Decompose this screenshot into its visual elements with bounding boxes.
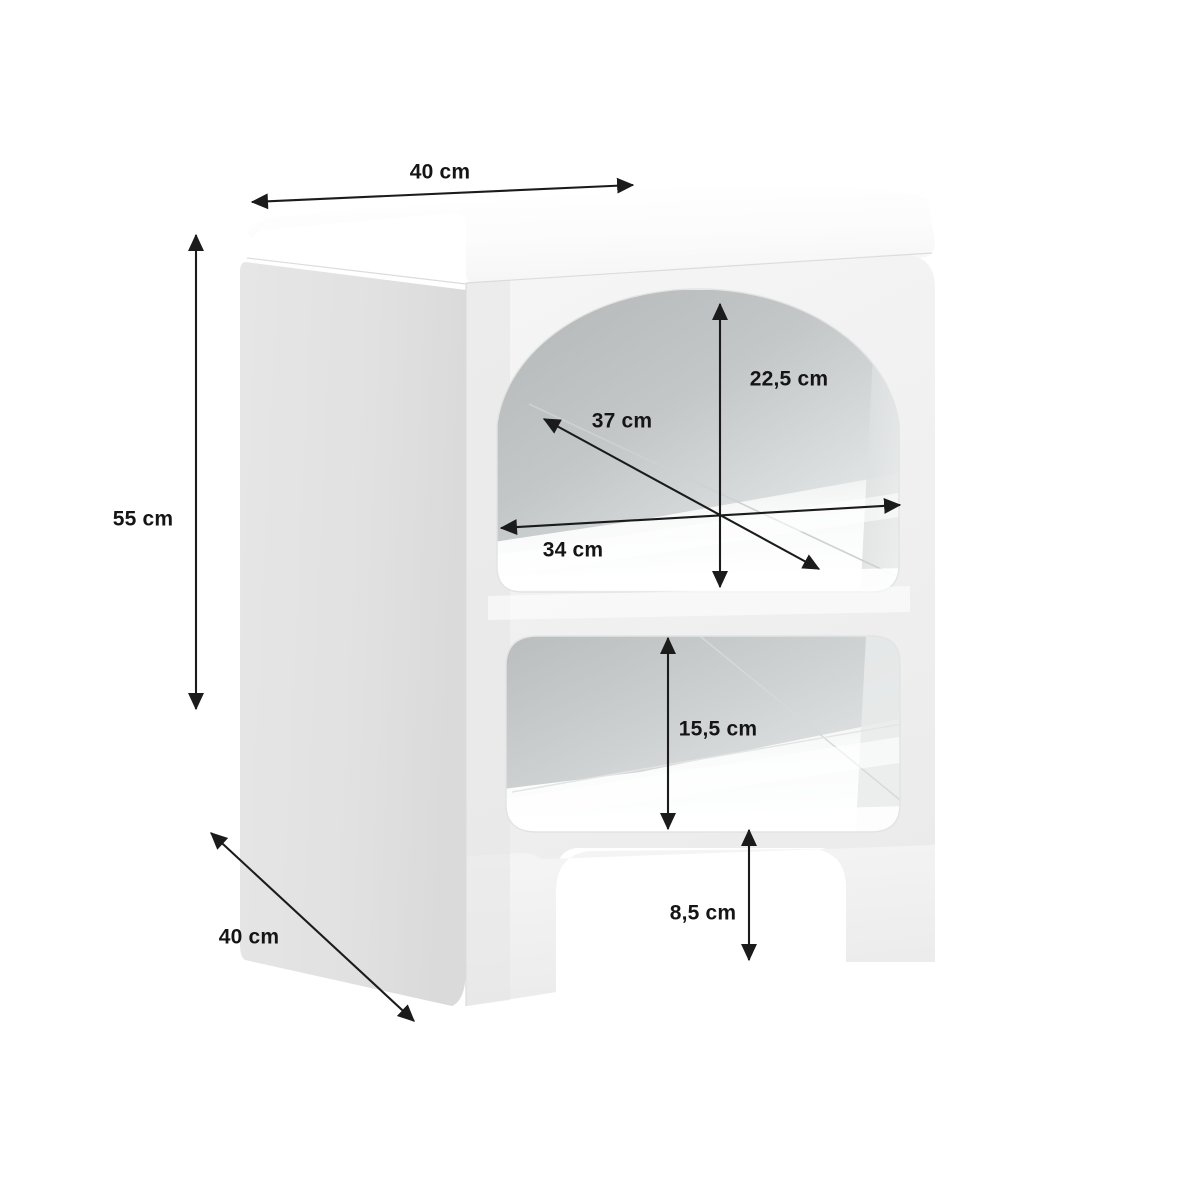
upper-niche-width-label: 34 cm xyxy=(543,539,604,562)
shelf-divider-highlight xyxy=(488,586,910,620)
width-label: 40 cm xyxy=(410,161,471,184)
dimension-height: 55 cm xyxy=(113,233,204,711)
cabinet-side-panel xyxy=(240,262,466,1006)
dimension-upper-niche-depth: 37 cm xyxy=(542,410,821,570)
foot-height-label: 8,5 cm xyxy=(670,902,737,925)
upper-niche-depth-arrow-line xyxy=(542,418,821,570)
lower-niche-crease-floor xyxy=(511,723,900,793)
dimension-depth: 40 cm xyxy=(210,832,415,1022)
lower-rectangular-niche xyxy=(505,635,901,833)
lower-niche-bottom-rim xyxy=(506,806,900,832)
lower-niche-height-label: 15,5 cm xyxy=(679,718,757,741)
dimension-foot-height: 8,5 cm xyxy=(670,828,757,962)
nightstand-illustration xyxy=(240,186,935,1010)
dimension-width: 40 cm xyxy=(250,161,635,210)
right-foot-inner-curve xyxy=(760,848,846,962)
top-front-bevel xyxy=(245,212,466,262)
depth-arrow-line xyxy=(210,832,415,1022)
dimension-lower-niche-height: 15,5 cm xyxy=(660,636,757,831)
width-arrow-line xyxy=(250,177,635,210)
front-apron-below-lower-niche xyxy=(466,845,935,1006)
lower-niche-crease-top xyxy=(699,636,900,801)
dimension-upper-niche-width: 34 cm xyxy=(499,497,902,562)
upper-niche-height-label: 22,5 cm xyxy=(750,368,828,391)
lower-niche-floor-highlight xyxy=(506,736,900,822)
upper-niche-depth-label: 37 cm xyxy=(592,410,653,433)
upper-niche-width-arrow-line xyxy=(499,497,902,536)
front-face-shade xyxy=(466,280,510,1006)
top-front-edge xyxy=(465,252,933,284)
left-foot-inner-curve xyxy=(556,849,650,1000)
top-side-edge xyxy=(246,257,467,285)
cabinet-top-surface xyxy=(248,186,935,287)
height-label: 55 cm xyxy=(113,508,174,531)
depth-label: 40 cm xyxy=(219,926,280,949)
lower-niche-outline xyxy=(505,635,901,833)
